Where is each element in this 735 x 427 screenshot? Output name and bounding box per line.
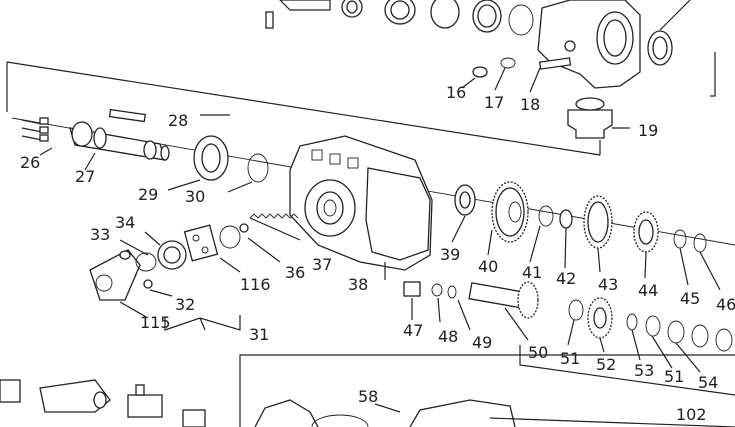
label-part-44: 44 [638, 281, 658, 300]
label-part-48: 48 [438, 327, 458, 346]
top-gearbox-assembly [265, 0, 691, 139]
label-part-29: 29 [138, 185, 158, 204]
label-part-19: 19 [638, 121, 658, 140]
lower-shaft-group [403, 281, 733, 373]
label-part-33: 33 [90, 225, 110, 244]
valve-group [89, 223, 281, 331]
label-part-18: 18 [520, 95, 540, 114]
label-part-50: 50 [528, 343, 548, 362]
label-part-102: 102 [676, 405, 707, 424]
label-part-47: 47 [403, 321, 423, 340]
label-part-54: 54 [698, 373, 718, 392]
gear-train [451, 181, 721, 291]
label-part-36: 36 [285, 263, 305, 282]
label-part-45: 45 [680, 289, 700, 308]
label-part-27: 27 [75, 167, 95, 186]
label-part-51-b: 51 [664, 367, 684, 386]
label-part-16: 16 [446, 83, 466, 102]
bottom-parts [0, 354, 735, 427]
label-part-39: 39 [440, 245, 460, 264]
label-part-46: 46 [716, 295, 735, 314]
label-part-30: 30 [185, 187, 205, 206]
label-part-42: 42 [556, 269, 576, 288]
main-housing [249, 135, 433, 280]
label-part-51-a: 51 [560, 349, 580, 368]
label-part-28: 28 [168, 111, 188, 130]
drive-shaft-group [21, 108, 269, 193]
label-part-32: 32 [175, 295, 195, 314]
label-part-38: 38 [348, 275, 368, 294]
label-part-115: 115 [140, 313, 171, 332]
label-part-41: 41 [522, 263, 542, 282]
label-part-52: 52 [596, 355, 616, 374]
label-part-17: 17 [484, 93, 504, 112]
label-part-26: 26 [20, 153, 40, 172]
label-part-58: 58 [358, 387, 378, 406]
label-part-53: 53 [634, 361, 654, 380]
label-part-34: 34 [115, 213, 135, 232]
label-part-116: 116 [240, 275, 271, 294]
label-part-43: 43 [598, 275, 618, 294]
label-part-49: 49 [472, 333, 492, 352]
part-number-labels: 16 17 18 19 26 27 28 29 30 33 34 32 115 … [20, 83, 735, 424]
label-part-40: 40 [478, 257, 498, 276]
label-part-31: 31 [249, 325, 269, 344]
label-part-37: 37 [312, 255, 332, 274]
